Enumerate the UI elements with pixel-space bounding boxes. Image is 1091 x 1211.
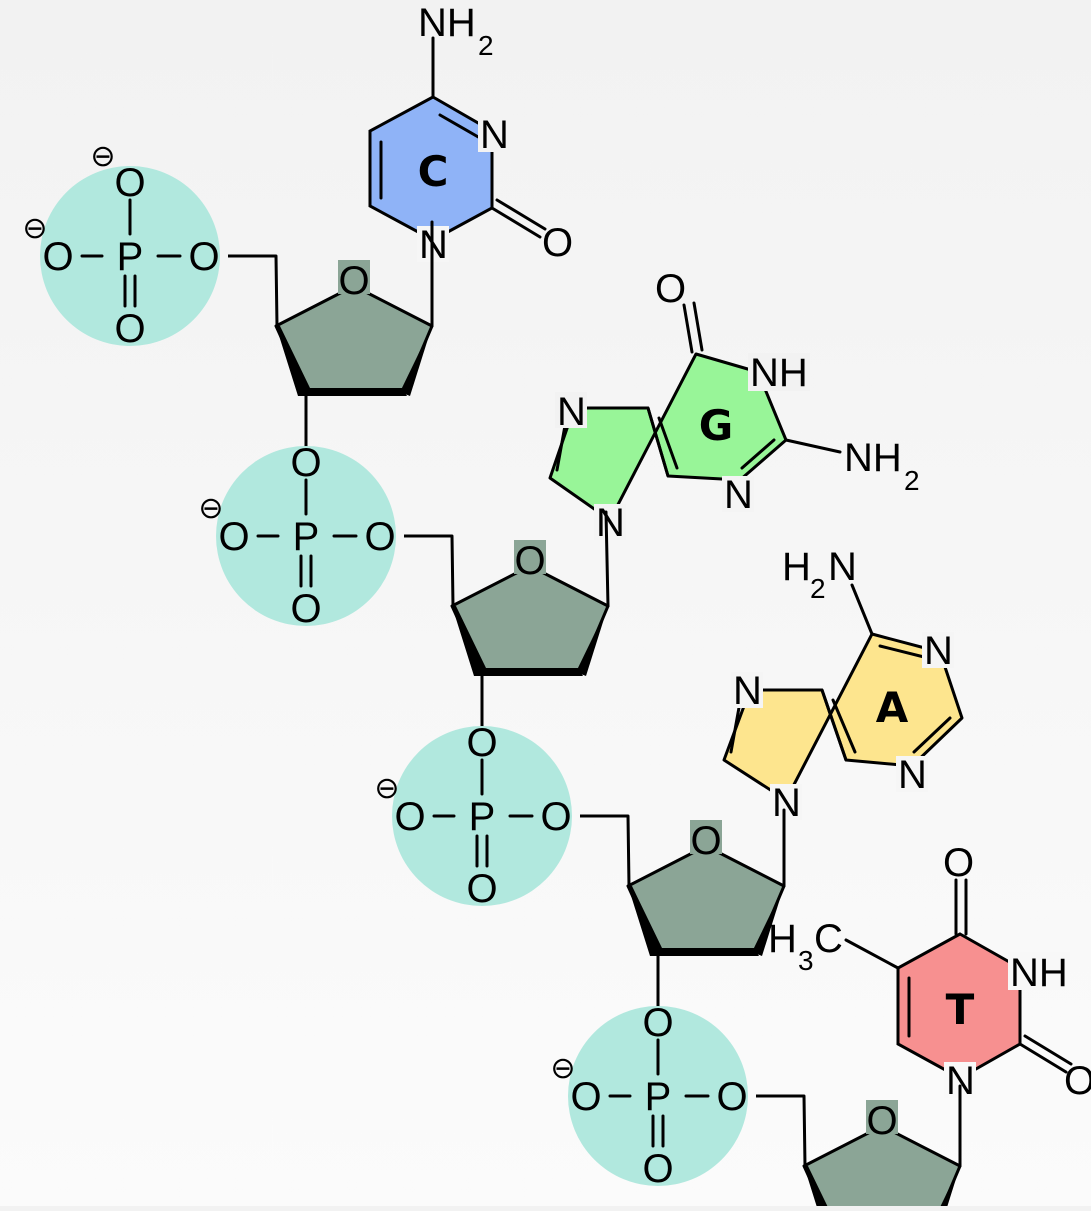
phosphate-o-top: O [642,1001,673,1045]
thymine-methyl-sub: 3 [798,945,814,976]
phosphate-o-right: O [716,1075,747,1119]
adenine-n3: N [898,753,927,797]
sugar-wedge-right [576,606,608,676]
ring-oxygen-bg [690,820,722,854]
guanine-n3: N [724,473,753,517]
guanine-base: G O NH NH 2 N N N [548,267,920,545]
guanine-n9: N [596,501,625,545]
ch2-linker [756,1094,807,1167]
negative-charge-left: ⊖ [198,492,223,525]
cytosine-n3: N [480,113,509,157]
adenine-amine-sub: 2 [810,573,826,604]
sugar-wedge-edge [452,606,583,676]
sugar-wedge-right [752,886,784,956]
phosphate-circle [568,1006,748,1186]
phosphate-o-double: O [466,867,497,911]
phosphorus-atom: P [293,515,320,559]
guanine-letter: G [699,401,733,450]
ring-oxygen-bg [514,540,546,574]
sugar-ring-oxygen: O [866,1099,897,1143]
adenine-amine-h: H [782,545,811,589]
phosphate-o-double: O [290,587,321,631]
phosphate-o-double: O [642,1147,673,1191]
cytosine-amine-sub: 2 [478,30,494,61]
guanine-amine: NH [844,436,902,480]
adenine-amine-n: N [828,545,857,589]
phosphate-o-right: O [540,795,571,839]
thymine-carbonyl-o2: O [1064,1059,1091,1103]
sugar-wedge-right [400,326,432,396]
phosphate-o-right: O [188,235,219,279]
negative-charge-left: ⊖ [22,212,47,245]
sugar-wedge-edge [276,326,407,396]
adenine-n1: N [924,629,953,673]
cytosine-amine-n: NH [418,1,476,45]
phosphate-circle [40,166,220,346]
negative-charge-left: ⊖ [374,772,399,805]
ring-oxygen-bg [866,1100,898,1134]
phosphate-o-left: O [394,795,425,839]
sugar-wedge-right [938,1166,960,1211]
sugar-wedge-edge [628,886,759,956]
phosphorus-atom: P [469,795,496,839]
cytosine-letter: C [418,147,449,196]
phosphate-o-left: O [42,235,73,279]
ch2-linker [228,254,279,327]
sugar-ring-oxygen: O [514,539,545,583]
phosphate-circle [216,446,396,626]
guanine-amine-sub: 2 [904,465,920,496]
bond [604,510,610,608]
thymine-methyl-c: C [814,917,843,961]
adenine-letter: A [876,683,909,732]
negative-charge-left: ⊖ [550,1052,575,1085]
phosphate-o-left: O [218,515,249,559]
ch2-linker [404,534,455,607]
phosphate-o-left: O [570,1075,601,1119]
thymine-nh: NH [1010,951,1068,995]
sugar-wedge-edge [804,1166,830,1211]
ch2-linker [580,814,631,887]
thymine-base: T O NH N O H 3 C [768,841,1091,1103]
phosphorus-atom: P [117,235,144,279]
guanine-nh: NH [750,351,808,395]
sugar-ring-oxygen: O [338,259,369,303]
guanine-carbonyl-o: O [655,267,686,311]
thymine-methyl-h: H [768,917,797,961]
adenine-n9: N [772,781,801,825]
phosphorus-atom: P [645,1075,672,1119]
sugar-ring-oxygen: O [690,819,721,863]
phosphate-circle [392,726,572,906]
phosphate-o-top: O [114,161,145,205]
ring-oxygen-bg [338,260,370,294]
phosphate-o-top: O [290,441,321,485]
cytosine-carbonyl-o: O [542,221,573,265]
negative-charge-top: ⊖ [90,140,115,173]
phosphate-o-top: O [466,721,497,765]
phosphate-o-right: O [364,515,395,559]
guanine-n7: N [557,390,586,434]
phosphate-o-double: O [114,307,145,351]
thymine-carbonyl-o: O [943,841,974,885]
adenine-n7: N [733,669,762,713]
adenine-base: A H 2 N N N N N [722,545,964,825]
thymine-letter: T [946,985,975,1034]
cytosine-base: C NH 2 N N O [368,1,573,267]
